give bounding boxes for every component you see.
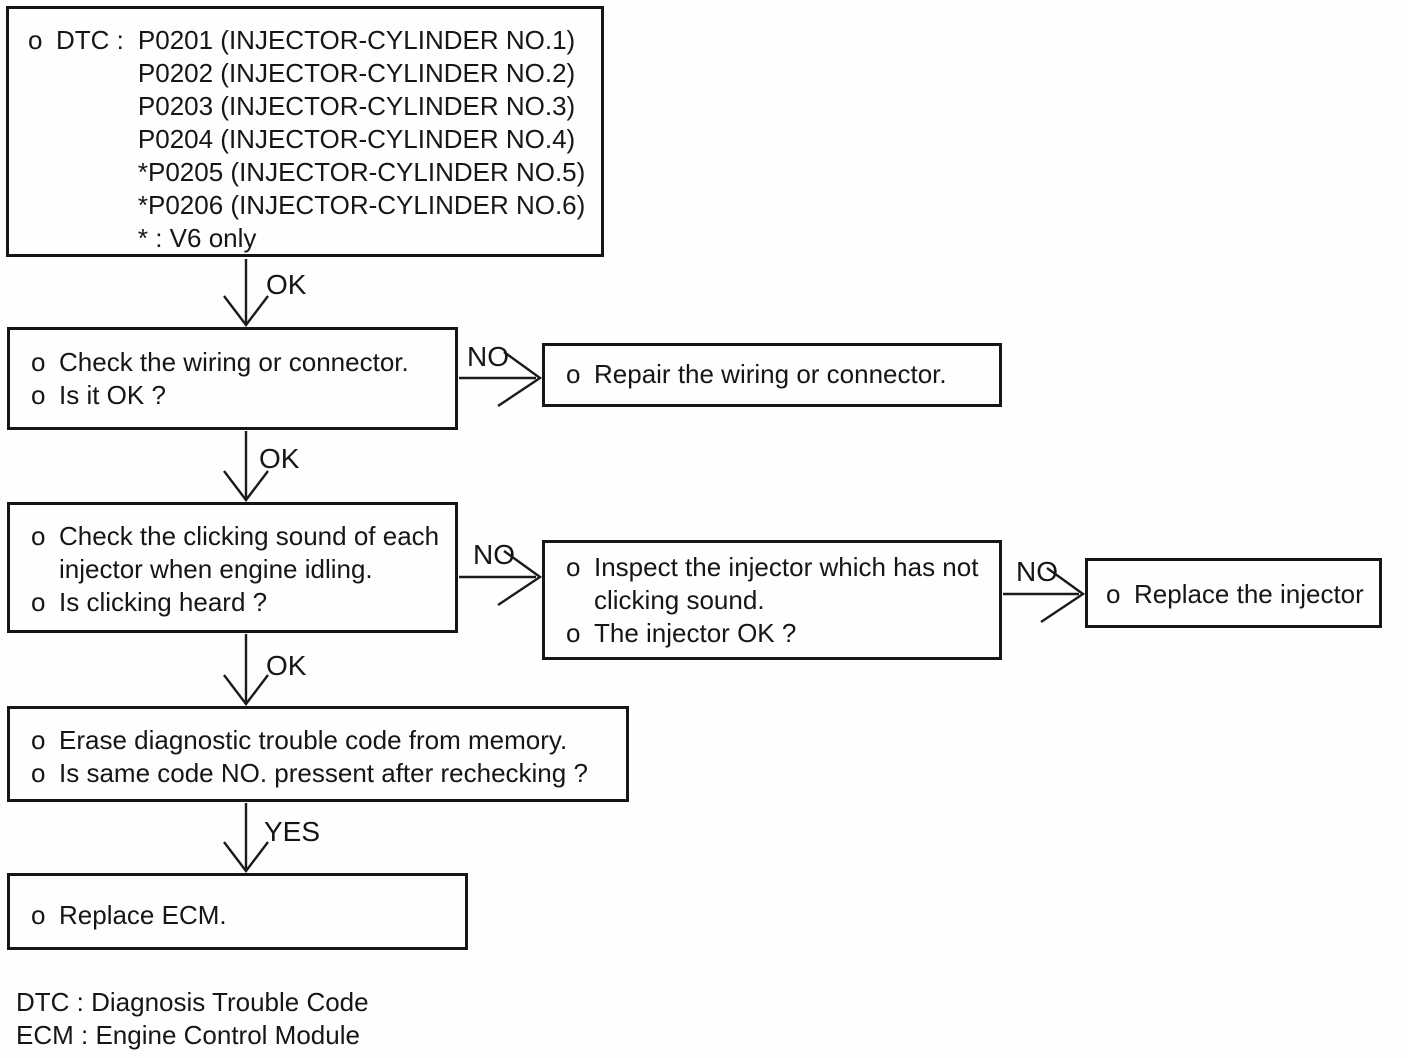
arrow-label-yes: YES (264, 816, 321, 847)
repair-wiring-box: o Repair the wiring or connector. (542, 343, 1002, 407)
item-text: The injector OK ? (594, 617, 991, 650)
dtc-footnote: * : V6 only (137, 223, 257, 253)
item-bullet: o (31, 900, 46, 930)
abbreviation-legend: DTC : Diagnosis Trouble Code ECM : Engin… (16, 986, 369, 1052)
item-text: Is same code NO. pressent after rechecki… (59, 757, 618, 790)
legend-dtc: DTC : Diagnosis Trouble Code (16, 987, 369, 1017)
item-line: Erase diagnostic trouble code from memor… (59, 725, 568, 755)
replace-ecm-box: o Replace ECM. (7, 873, 468, 950)
arrow-label-ok-3: OK (266, 650, 307, 681)
item-bullet: o (31, 587, 46, 617)
flow-item: o Erase diagnostic trouble code from mem… (31, 724, 618, 757)
check-clicking-box: o Check the clicking sound of each injec… (7, 502, 458, 633)
flow-item: o Is clicking heard ? (31, 586, 447, 619)
item-line: Check the clicking sound of each (59, 521, 440, 551)
dtc-code-line: P0201 (INJECTOR-CYLINDER NO.1) (137, 25, 576, 55)
item-bullet: o (566, 618, 581, 648)
dtc-codes-box: o DTC : P0201 (INJECTOR-CYLINDER NO.1) P… (6, 6, 604, 257)
arrow-label-ok-1: OK (266, 269, 307, 300)
item-text: Inspect the injector which has not click… (594, 551, 991, 617)
erase-code-box: o Erase diagnostic trouble code from mem… (7, 706, 629, 802)
item-bullet: o (1106, 579, 1121, 609)
dtc-code-line: P0203 (INJECTOR-CYLINDER NO.3) (137, 91, 576, 121)
item-bullet: o (31, 347, 46, 377)
arrow-label-no-1: NO (467, 341, 509, 372)
replace-injector-box: o Replace the injector (1085, 558, 1382, 628)
item-bullet: o (28, 25, 43, 55)
item-text: Is it OK ? (59, 379, 447, 412)
flow-item: o The injector OK ? (566, 617, 991, 650)
legend-ecm: ECM : Engine Control Module (16, 1020, 360, 1050)
item-line: injector when engine idling. (59, 554, 373, 584)
arrow-down-ok-1 (223, 259, 269, 327)
item-line: Repair the wiring or connector. (594, 359, 947, 389)
item-text: Repair the wiring or connector. (594, 358, 991, 391)
flow-item: o Inspect the injector which has not cli… (566, 551, 991, 617)
flow-item: o Is it OK ? (31, 379, 447, 412)
arrow-down-ok-2 (223, 431, 269, 502)
item-line: Replace ECM. (59, 900, 227, 930)
item-bullet: o (31, 758, 46, 788)
arrow-label-ok-2: OK (259, 443, 300, 474)
dtc-code-line: P0202 (INJECTOR-CYLINDER NO.2) (137, 58, 576, 88)
dtc-code-line: *P0206 (INJECTOR-CYLINDER NO.6) (137, 190, 586, 220)
item-line: Is same code NO. pressent after rechecki… (59, 758, 588, 788)
arrow-right-no-2 (459, 550, 543, 606)
flow-item: o Check the clicking sound of each injec… (31, 520, 447, 586)
item-bullet: o (31, 380, 46, 410)
item-bullet: o (31, 521, 46, 551)
arrow-label-no-3: NO (1016, 556, 1058, 587)
arrow-right-no-1 (459, 351, 543, 407)
item-bullet: o (566, 359, 581, 389)
item-line: Is clicking heard ? (59, 587, 268, 617)
arrow-down-ok-3 (223, 634, 269, 706)
item-bullet: o (31, 725, 46, 755)
flow-item: o Replace the injector (1106, 578, 1375, 611)
flow-item: o Check the wiring or connector. (31, 346, 447, 379)
arrow-down-yes (223, 803, 269, 873)
flow-item: o Repair the wiring or connector. (566, 358, 991, 391)
item-text: Is clicking heard ? (59, 586, 447, 619)
arrow-label-no-2: NO (473, 539, 515, 570)
item-line: Replace the injector (1134, 579, 1364, 609)
item-text: Erase diagnostic trouble code from memor… (59, 724, 618, 757)
dtc-prefix-label: DTC : (56, 25, 124, 55)
check-wiring-box: o Check the wiring or connector. o Is it… (7, 327, 458, 430)
item-text: Check the clicking sound of each injecto… (59, 520, 447, 586)
item-line: Check the wiring or connector. (59, 347, 409, 377)
item-line: Inspect the injector which has not (594, 552, 979, 582)
dtc-code-line: P0204 (INJECTOR-CYLINDER NO.4) (137, 124, 576, 154)
arrow-right-no-3 (1003, 567, 1086, 623)
dtc-code-line: *P0205 (INJECTOR-CYLINDER NO.5) (137, 157, 586, 187)
item-line: Is it OK ? (59, 380, 166, 410)
inspect-injector-box: o Inspect the injector which has not cli… (542, 540, 1002, 660)
item-text: Check the wiring or connector. (59, 346, 447, 379)
item-text: Replace the injector (1134, 578, 1375, 611)
flow-item: o Replace ECM. (31, 899, 457, 932)
item-line: The injector OK ? (594, 618, 797, 648)
dtc-row: o DTC : P0201 (INJECTOR-CYLINDER NO.1) P… (28, 24, 593, 255)
item-line: clicking sound. (594, 585, 765, 615)
dtc-code-list: P0201 (INJECTOR-CYLINDER NO.1) P0202 (IN… (138, 24, 593, 255)
item-text: Replace ECM. (59, 899, 457, 932)
item-bullet: o (566, 552, 581, 582)
flow-item: o Is same code NO. pressent after rechec… (31, 757, 618, 790)
